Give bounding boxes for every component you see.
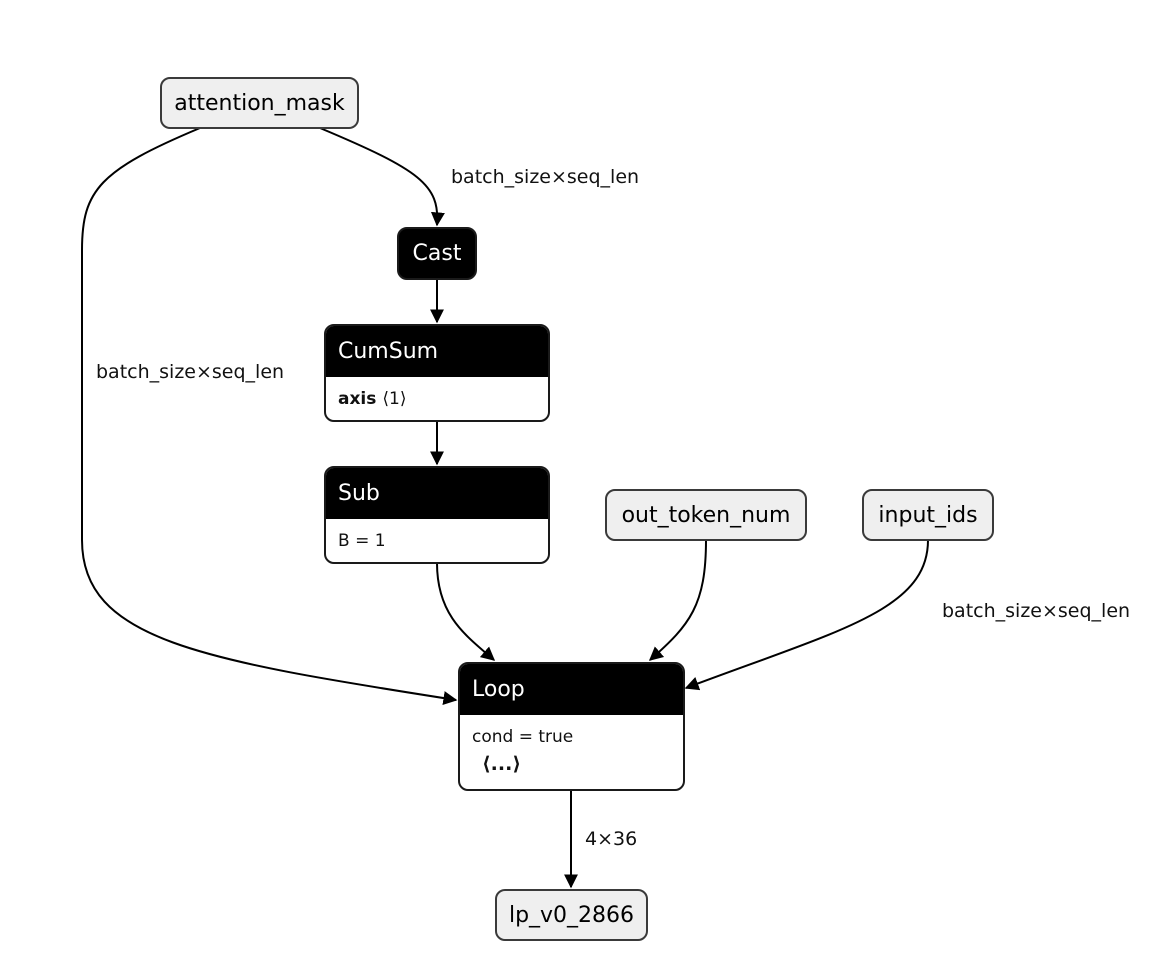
node-input-ids-label: input_ids	[878, 502, 978, 528]
node-cast[interactable]: Cast	[397, 227, 477, 280]
node-cumsum[interactable]: CumSum axis⟨1⟩	[324, 324, 550, 422]
node-out-token-num[interactable]: out_token_num	[605, 489, 807, 541]
node-sub-attr: B = 1	[338, 531, 386, 551]
node-cumsum-header: CumSum	[326, 326, 548, 377]
node-cumsum-attr-value: ⟨1⟩	[382, 389, 407, 409]
edge-out-token-num-to-loop	[648, 539, 707, 661]
node-cumsum-body: axis⟨1⟩	[326, 377, 548, 409]
node-cumsum-attr-name: axis	[338, 389, 377, 409]
edge-label-mask-to-cast: batch_size×seq_len	[451, 166, 640, 188]
node-sub-body: B = 1	[326, 519, 548, 551]
node-attention-mask-label: attention_mask	[174, 90, 345, 116]
node-loop[interactable]: Loop cond = true ⟨...⟩	[458, 662, 685, 791]
edge-mask-to-loop	[81, 127, 458, 705]
node-loop-label: Loop	[472, 677, 525, 702]
edge-label-loop-to-output: 4×36	[585, 828, 638, 850]
node-loop-header: Loop	[460, 664, 683, 715]
edge-mask-to-cast	[319, 127, 445, 227]
node-sub-label: Sub	[338, 481, 380, 506]
node-loop-attr: cond = true	[472, 727, 574, 747]
edge-label-mask-to-loop: batch_size×seq_len	[96, 361, 285, 383]
node-loop-more[interactable]: ⟨...⟩	[482, 753, 522, 775]
node-input-ids[interactable]: input_ids	[862, 489, 994, 541]
node-attention-mask[interactable]: attention_mask	[160, 77, 359, 129]
edge-sub-to-loop	[436, 562, 496, 661]
node-output[interactable]: lp_v0_2866	[495, 889, 648, 941]
node-loop-body: cond = true ⟨...⟩	[460, 715, 683, 775]
edge-label-input-ids-to-loop: batch_size×seq_len	[942, 600, 1131, 622]
node-sub-header: Sub	[326, 468, 548, 519]
node-sub[interactable]: Sub B = 1	[324, 466, 550, 564]
edge-input-ids-to-loop	[684, 539, 929, 691]
node-cast-label: Cast	[412, 241, 462, 266]
node-cumsum-label: CumSum	[338, 339, 439, 364]
node-output-label: lp_v0_2866	[508, 902, 635, 928]
node-out-token-num-label: out_token_num	[621, 502, 791, 528]
